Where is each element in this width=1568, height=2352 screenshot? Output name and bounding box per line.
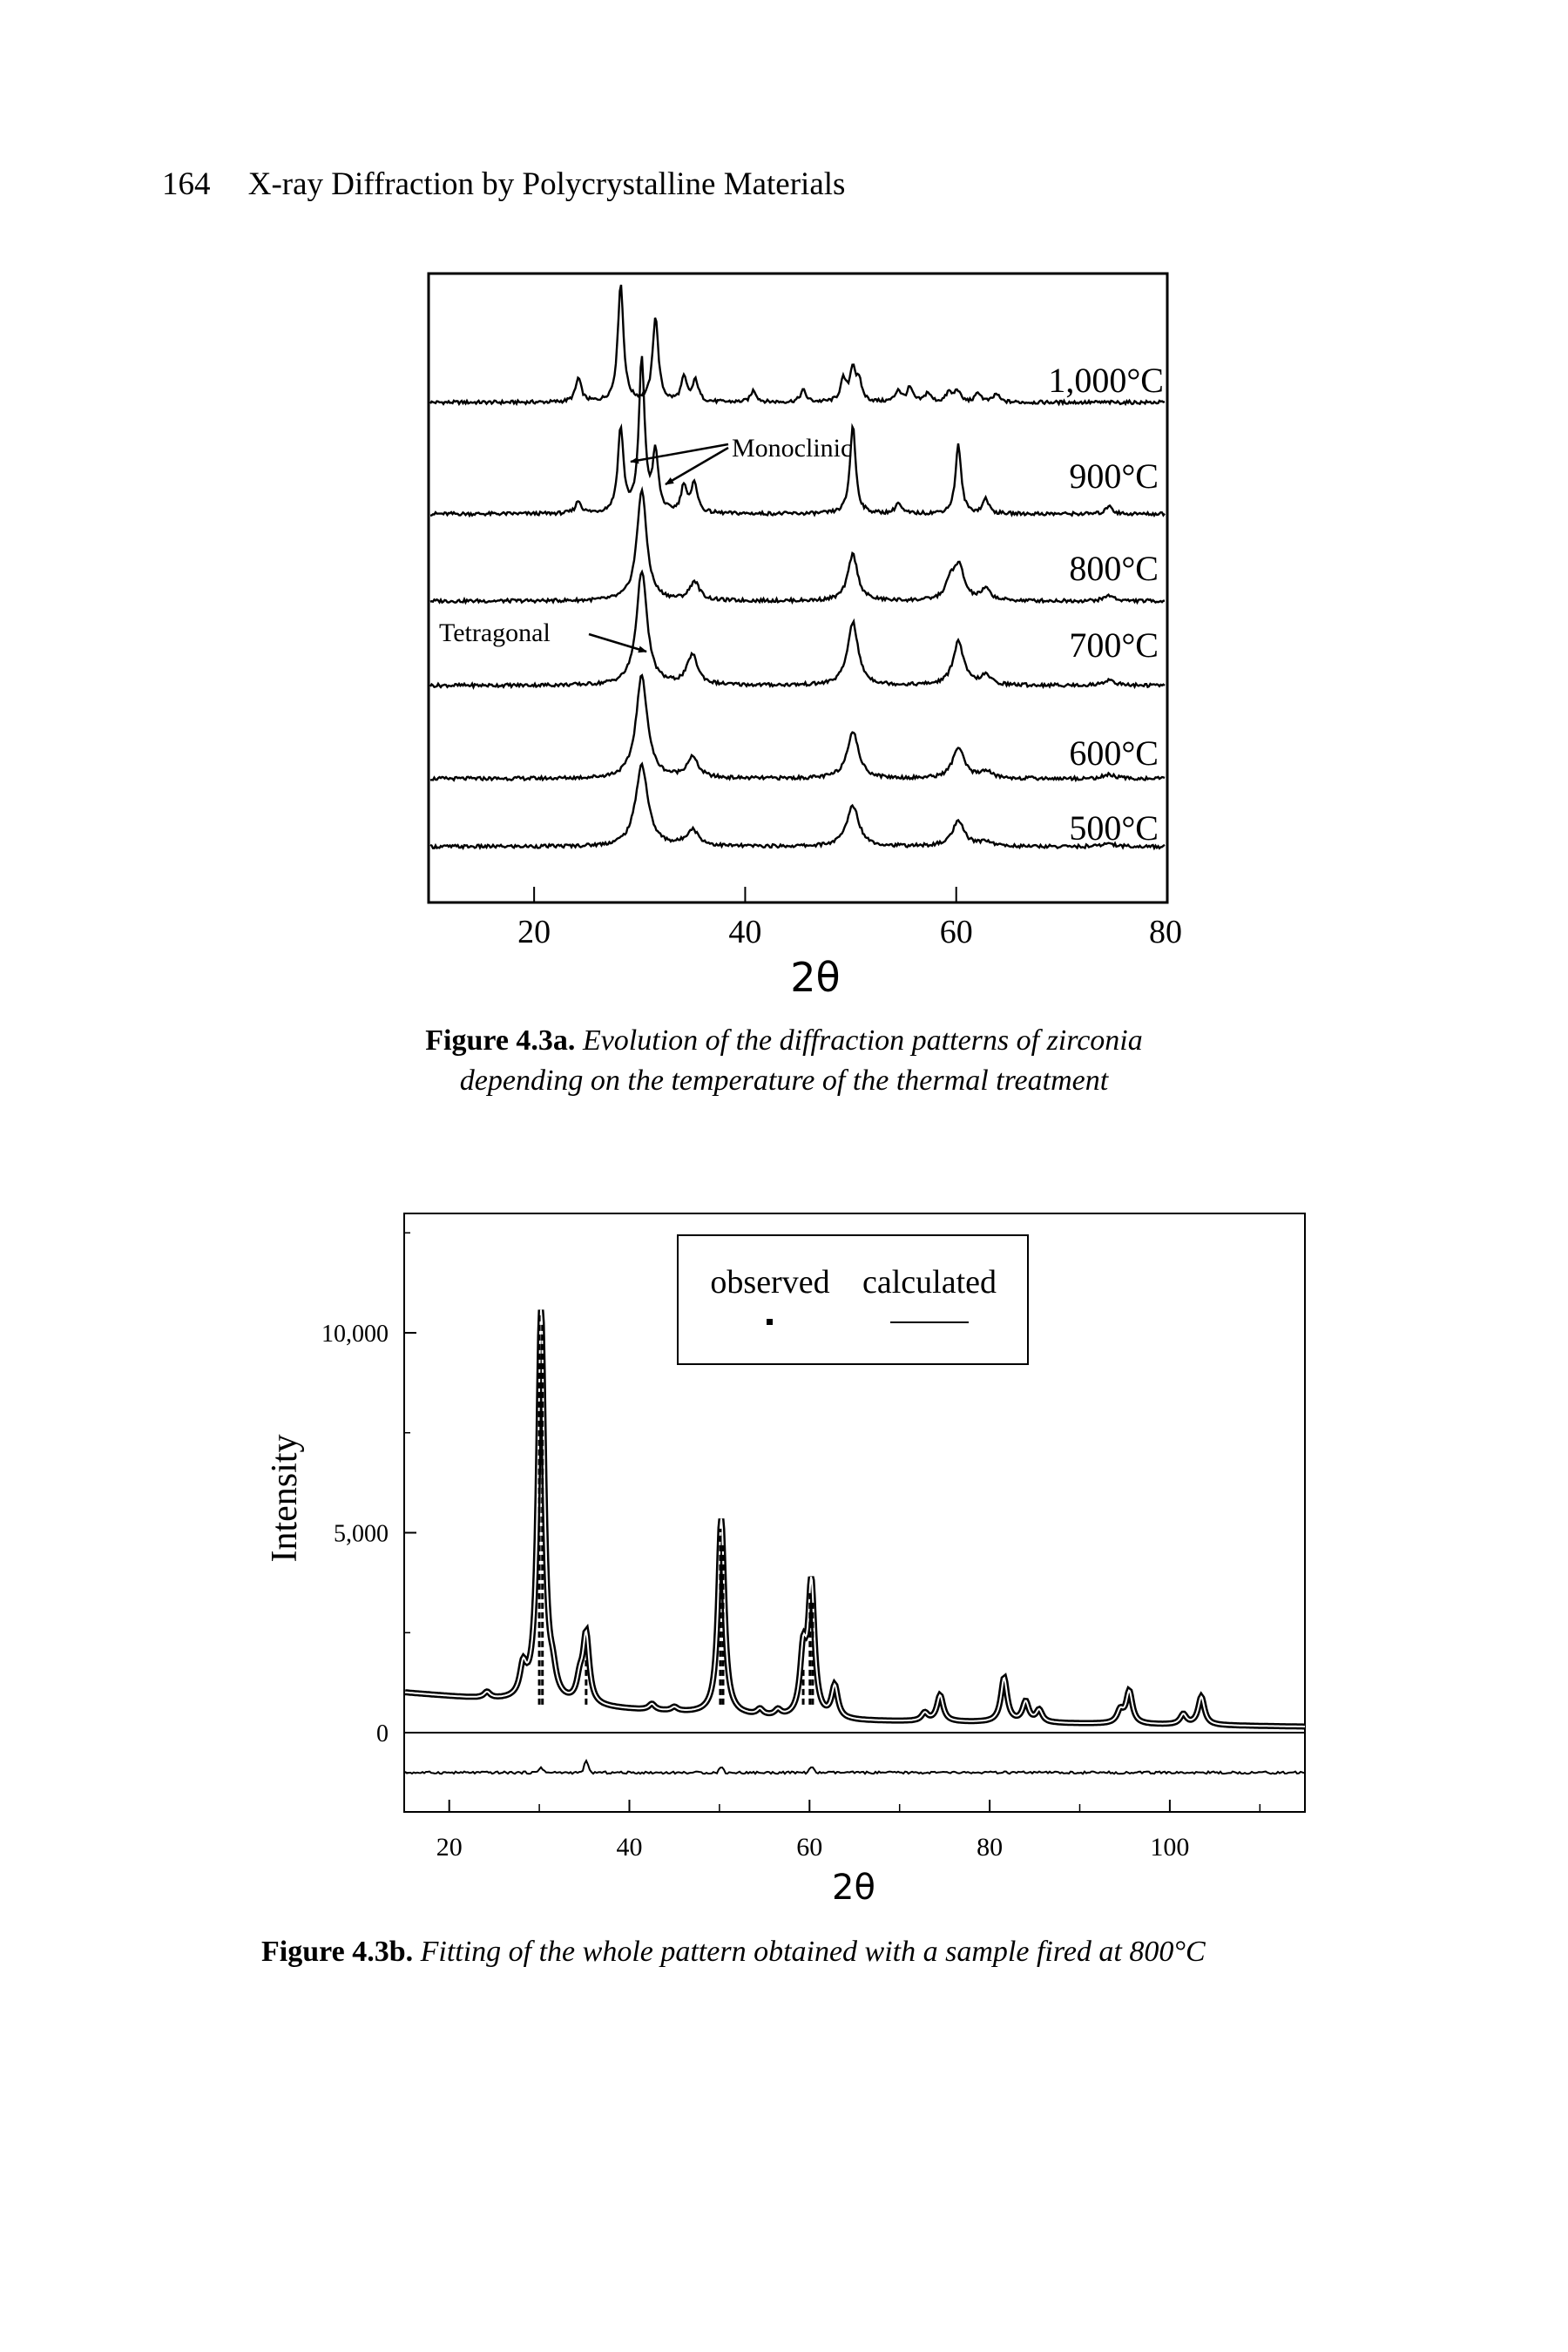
x-tick-label-60: 60 <box>940 914 973 950</box>
figure-a-caption: Figure 4.3a. Evolution of the diffractio… <box>0 1021 1568 1101</box>
x-tick-label-20: 20 <box>436 1833 463 1862</box>
temperature-label-3: 700°C <box>1069 625 1159 665</box>
figure-a-traces <box>429 284 1166 851</box>
trace-1 <box>429 355 1166 518</box>
calculated-curve <box>404 1309 1305 1730</box>
trace-2 <box>429 485 1165 605</box>
running-head: 164 X-ray Diffraction by Polycrystalline… <box>162 166 845 203</box>
tetragonal-arrow <box>588 632 647 653</box>
running-title: X-ray Diffraction by Polycrystalline Mat… <box>247 166 846 202</box>
tetragonal-label: Tetragonal <box>439 618 551 647</box>
y-tick-label-5000: 5,000 <box>334 1521 389 1548</box>
x-tick-label-40: 40 <box>728 914 761 950</box>
figure-a-x-ticks: 20 40 60 80 <box>517 887 1182 950</box>
figure-b-frame <box>403 1213 1306 1813</box>
monoclinic-arrow-2 <box>665 446 729 486</box>
x-tick-label-100: 100 <box>1150 1833 1189 1862</box>
figure-a-chart: 20 40 60 80 1,000°C 900°C 800°C 700°C 600°C 500°… <box>427 272 1182 1001</box>
figure-b-y-ticks: 0 5,000 10,000 <box>321 1232 416 1774</box>
figure-b-chart: 0 5,000 10,000 20 40 60 80 100 2θ Intensity ob… <box>265 1213 1306 1908</box>
difference-line <box>404 1758 1305 1775</box>
trace-0 <box>429 284 1166 407</box>
figure-b-caption-label: Figure 4.3b. <box>261 1936 414 1968</box>
x-tick-label-80: 80 <box>1149 914 1182 950</box>
figure-a-caption-label: Figure 4.3a. <box>425 1024 576 1057</box>
observed-points <box>537 1313 814 1705</box>
figure-b-x-ticks: 20 40 60 80 100 <box>436 1800 1261 1862</box>
legend-box <box>677 1234 1029 1365</box>
temperature-label-4: 600°C <box>1069 733 1159 773</box>
x-tick-label-40: 40 <box>617 1833 643 1862</box>
legend-observed-label: observed <box>710 1264 829 1301</box>
figure-b-xlabel: 2θ <box>832 1868 875 1908</box>
calculated-line-inner <box>404 1309 1305 1727</box>
figure-a-frame <box>427 272 1169 904</box>
figure-a-caption-line1: Evolution of the diffraction patterns of… <box>582 1024 1143 1057</box>
y-tick-label-0: 0 <box>376 1720 389 1747</box>
trace-4 <box>429 673 1166 783</box>
x-tick-label-20: 20 <box>517 914 551 950</box>
figure-a-xlabel: 2θ <box>790 954 840 1001</box>
figure-b-caption-text: Fitting of the whole pattern obtained wi… <box>420 1936 1206 1968</box>
legend-calculated-label: calculated <box>862 1264 997 1301</box>
trace-3 <box>429 569 1166 690</box>
temperature-label-0: 1,000°C <box>1048 361 1164 400</box>
page-number: 164 <box>162 166 211 202</box>
figure-b-ylabel: Intensity <box>265 1435 305 1563</box>
y-tick-label-10000: 10,000 <box>321 1321 389 1348</box>
temperature-label-1: 900°C <box>1069 456 1159 496</box>
trace-5 <box>429 761 1166 851</box>
temperature-label-2: 800°C <box>1069 549 1159 588</box>
figure-a-caption-line2: depending on the temperature of the ther… <box>459 1064 1109 1097</box>
difference-curve <box>404 1758 1305 1775</box>
monoclinic-arrow-1 <box>630 443 729 464</box>
legend-observed-marker <box>767 1319 773 1325</box>
temperature-label-5: 500°C <box>1069 808 1159 848</box>
figure-a-temperature-labels: 1,000°C 900°C 800°C 700°C 600°C 500°C <box>1048 361 1164 848</box>
monoclinic-label: Monoclinic <box>732 434 852 463</box>
x-tick-label-80: 80 <box>977 1833 1003 1862</box>
x-tick-label-60: 60 <box>796 1833 822 1862</box>
